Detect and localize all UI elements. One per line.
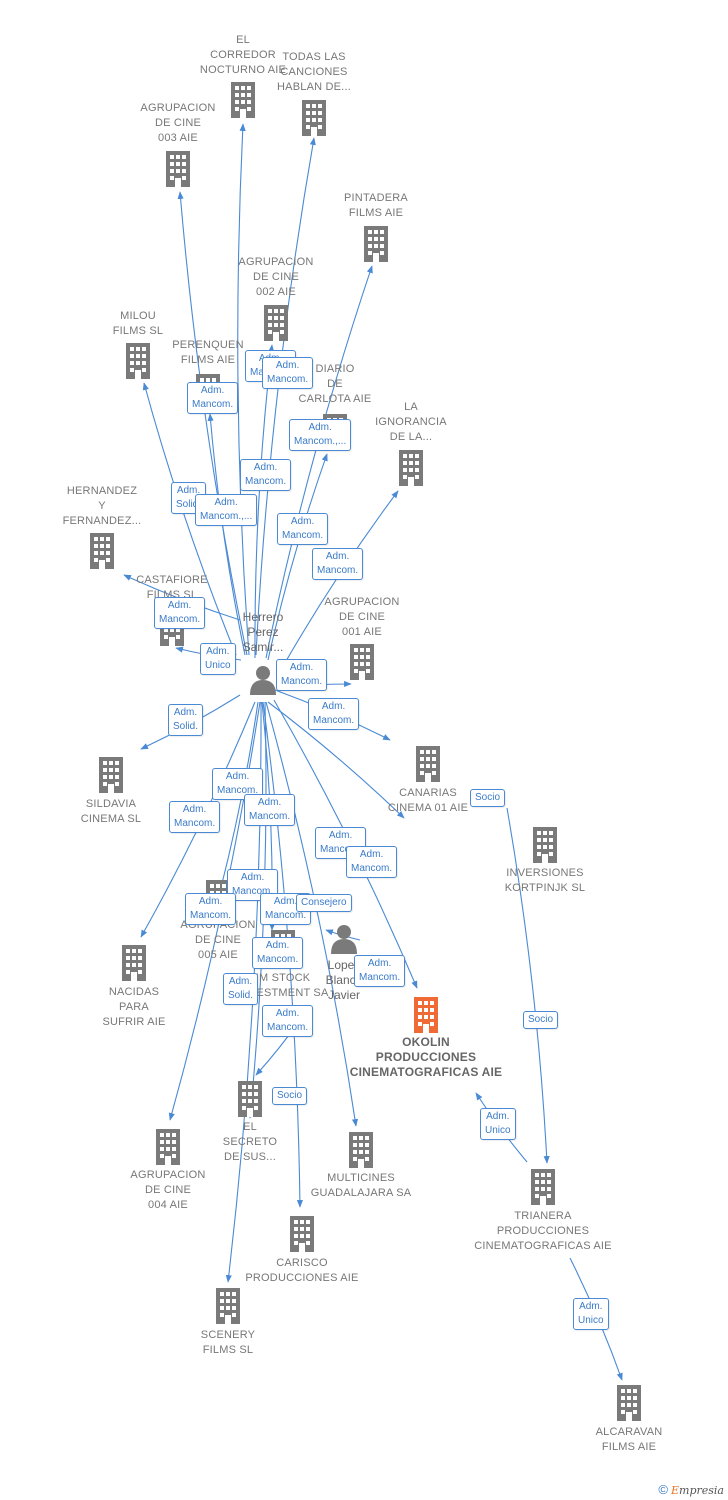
relation-label[interactable]: Adm. Solid. [223,973,259,1005]
relation-label[interactable]: Adm. Mancom. [276,659,328,691]
relationship-edge [265,265,373,659]
relationship-edge [177,191,248,656]
building-icon[interactable] [238,1081,262,1117]
company-label-carisco[interactable]: CARISCO PRODUCCIONES AIE [245,1257,359,1284]
relation-label[interactable]: Adm. Unico [573,1298,609,1330]
building-icon[interactable] [216,1288,240,1324]
empresia-logo-text: mpresia [679,1484,724,1497]
company-label-okolin[interactable]: OKOLIN PRODUCCIONES CINEMATOGRAFICAS AIE [349,1035,503,1079]
relationship-edge [267,453,328,661]
building-icon[interactable] [302,100,326,136]
relation-label[interactable]: Adm. Mancom. [312,548,364,580]
company-label-alcaravan[interactable]: ALCARAVAN FILMS AIE [595,1426,663,1453]
company-label-el-corredor[interactable]: EL CORREDOR NOCTURNO AIE [199,34,287,76]
relation-label[interactable]: Adm. Mancom.,... [289,419,352,451]
building-icon[interactable] [617,1385,641,1421]
company-label-multicines[interactable]: MULTICINES GUADALAJARA SA [310,1172,412,1199]
building-icon[interactable] [166,151,190,187]
relation-label[interactable]: Adm. Mancom. [308,698,360,730]
building-icon[interactable] [99,757,123,793]
company-label-perenquen[interactable]: PERENQUEN FILMS AIE [172,339,244,366]
building-icon[interactable] [90,533,114,569]
footer-brand[interactable]: © Empresia [658,1482,724,1497]
relation-label[interactable]: Adm. Mancom. [346,846,398,878]
relationship-edge [265,701,359,1127]
company-label-hernandez[interactable]: HERNANDEZ Y FERNANDEZ... [62,485,142,527]
relation-label[interactable]: Adm. Solid. [168,704,204,736]
relationship-edge [267,701,405,819]
copyright-symbol: © [658,1482,668,1497]
relation-label[interactable]: Adm. Mancom. [240,459,292,491]
empresia-logo-e: E [671,1484,680,1497]
person-icon[interactable] [331,925,357,954]
person-label-lopez[interactable]: Lopez Blanco Javier [325,958,363,1002]
relation-label[interactable]: Adm. Mancom. [154,597,206,629]
building-icon[interactable] [349,1132,373,1168]
company-label-agrupacion-004[interactable]: AGRUPACION DE CINE 004 AIE [130,1169,206,1211]
relationship-edge [255,137,316,656]
company-label-pintadera[interactable]: PINTADERA FILMS AIE [344,192,408,219]
company-label-todas-las-canciones[interactable]: TODAS LAS CANCIONES HABLAN DE... [277,51,351,93]
relationship-edge [207,413,246,656]
relation-label[interactable]: Adm. Mancom. [354,955,406,987]
relation-label[interactable]: Socio [523,1011,559,1029]
building-icon[interactable] [350,644,374,680]
building-icon[interactable] [531,1169,555,1205]
relation-label[interactable]: Adm. Mancom. [169,801,221,833]
relation-label[interactable]: Socio [272,1087,308,1105]
relation-label[interactable]: Adm. Mancom. [252,937,304,969]
company-label-el-secreto[interactable]: EL SECRETO DE SUS... [222,1121,278,1163]
relation-label[interactable]: Adm. Unico [480,1108,516,1140]
relation-label[interactable]: Adm. Mancom. [187,382,239,414]
relationship-edge [237,123,250,656]
company-label-trianera[interactable]: TRIANERA PRODUCCIONES CINEMATOGRAFICAS A… [474,1210,612,1252]
building-icon[interactable] [399,450,423,486]
building-icon[interactable] [264,305,288,341]
relation-label[interactable]: Adm. Mancom. [185,893,237,925]
company-label-sildavia[interactable]: SILDAVIA CINEMA SL [80,798,142,825]
person-icon[interactable] [250,666,276,695]
person-label-herrero[interactable]: Herrero Perez Samir... [242,610,284,654]
building-icon[interactable] [414,997,438,1033]
company-label-agrupacion-001[interactable]: AGRUPACION DE CINE 001 AIE [324,596,400,638]
company-label-la-ignorancia[interactable]: LA IGNORANCIA DE LA... [375,401,447,443]
company-label-agrupacion-002[interactable]: AGRUPACION DE CINE 002 AIE [238,256,314,298]
relationship-edge [142,382,237,656]
company-label-nacidas[interactable]: NACIDAS PARA SUFRIR AIE [102,986,166,1028]
empresia-logo: Empresia [671,1484,724,1497]
relation-label[interactable]: Adm. Mancom. [315,827,367,859]
relation-label[interactable]: Adm. Unico [200,643,236,675]
relation-label[interactable]: Adm. Mancom.,... [195,494,258,526]
relation-label[interactable]: Adm. Mancom. [262,357,314,389]
building-icon[interactable] [290,1216,314,1252]
company-label-scenery[interactable]: SCENERY FILMS SL [200,1329,256,1356]
company-label-inversiones[interactable]: INVERSIONES KORTPINJK SL [504,867,586,894]
relation-label[interactable]: Consejero [296,894,352,912]
company-label-canarias[interactable]: CANARIAS CINEMA 01 AIE [387,787,469,814]
building-icon[interactable] [533,827,557,863]
relation-label[interactable]: Adm. Mancom. [262,1005,314,1037]
company-label-diario-carlota[interactable]: DIARIO DE CARLOTA AIE [298,363,372,405]
relation-label[interactable]: Adm. Mancom. [244,794,296,826]
building-icon[interactable] [416,746,440,782]
relation-label[interactable]: Adm. Mancom. [277,513,329,545]
building-icon[interactable] [364,226,388,262]
relationship-edge [506,807,550,1164]
company-label-milou[interactable]: MILOU FILMS SL [112,310,164,337]
company-label-agrupacion-003[interactable]: AGRUPACION DE CINE 003 AIE [140,102,216,144]
relation-label[interactable]: Socio [470,789,506,807]
